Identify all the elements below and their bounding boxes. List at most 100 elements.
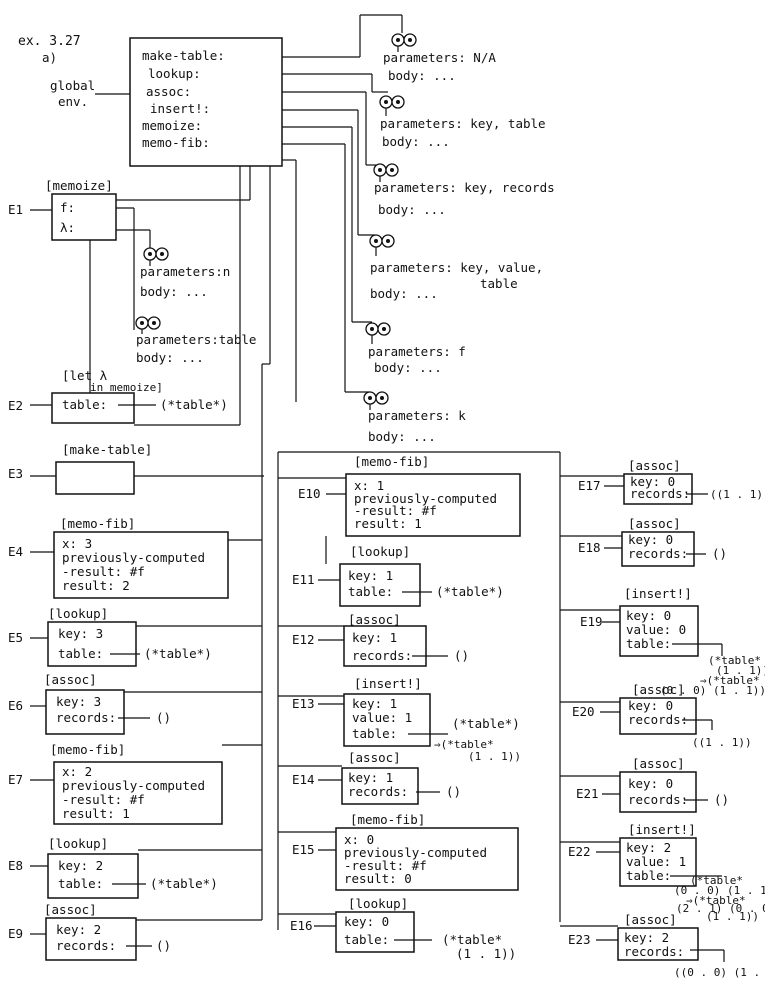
global-label-1: global (50, 78, 95, 93)
frame-E12: [assoc] key: 1 records: () E12 (278, 612, 469, 667)
frame-E2-header: [let λ (62, 368, 108, 383)
frame-E13-line-1: value: 1 (352, 710, 412, 725)
exercise-part: a) (42, 50, 57, 65)
frame-E5-line-0: key: 3 (58, 626, 103, 641)
frame-E11-header: [lookup] (350, 544, 410, 559)
proc-assoc-body: body: ... (378, 202, 446, 217)
frame-E4: [memo-fib] x: 3 previously-computed -res… (8, 516, 262, 599)
frame-E9-header: [assoc] (44, 902, 97, 917)
frame-E1-line-1: λ: (60, 220, 75, 235)
proc-memo-fib: parameters: k body: ... (363, 391, 466, 444)
proc-make-table-body: body: ... (388, 68, 456, 83)
frame-E19-header: [insert!] (624, 586, 692, 601)
frame-E22-line-2: table: (626, 868, 671, 883)
frame-E13-line-2: table: (352, 726, 397, 741)
frame-E7-header: [memo-fib] (50, 742, 125, 757)
frame-E2-header-2: in memoize] (90, 381, 163, 394)
global-binding-memo-fib: memo-fib: (142, 135, 210, 150)
frame-E20-env: E20 (572, 704, 595, 719)
frame-E19-env: E19 (580, 614, 603, 629)
frame-E15-env: E15 (292, 842, 315, 857)
frame-E22-header: [insert!] (628, 822, 696, 837)
frame-E22-line-0: key: 2 (626, 840, 671, 855)
frame-E1-header: [memoize] (45, 178, 113, 193)
memoize-inner-params: parameters:n (140, 264, 230, 279)
frame-E19-value-0: (*table* (708, 654, 761, 667)
frame-E7-line-0: x: 2 (62, 764, 92, 779)
proc-lookup: parameters: key, table body: ... (379, 95, 546, 149)
frame-E22-value-1: (0 . 0) (1 . 1)) (674, 884, 765, 897)
frame-E22-line-1: value: 1 (626, 854, 686, 869)
frame-E11-line-1: table: (348, 584, 393, 599)
memoize-let-body: body: ... (136, 350, 204, 365)
frame-E10-line-3: result: 1 (354, 516, 422, 531)
global-binding-assoc: assoc: (146, 84, 191, 99)
frame-E17-value-0: ((1 . 1)) (710, 488, 765, 501)
frame-E22-value-3: (2 . 1) (0 . 0) (676, 902, 765, 915)
frame-E17-line-1: records: (630, 486, 690, 501)
frame-E21-line-1: records: (628, 792, 688, 807)
frame-E2-line-0: table: (62, 397, 107, 412)
frame-E17-header: [assoc] (628, 458, 681, 473)
frame-E4-header: [memo-fib] (60, 516, 135, 531)
frame-E14-value-0: () (446, 784, 461, 799)
frame-E4-line-3: result: 2 (62, 578, 130, 593)
frame-E3: [make-table] E3 (8, 442, 264, 495)
frame-E23: [assoc] key: 2 records: ((0 . 0) (1 . 1)… (560, 912, 765, 979)
frame-E12-value-0: () (454, 648, 469, 663)
frame-E20-value-0: ((1 . 1)) (692, 736, 752, 749)
proc-assoc: parameters: key, records body: ... (373, 163, 555, 217)
frame-E10: [memo-fib] x: 1 previously-computed -res… (278, 454, 521, 537)
proc-lookup-body: body: ... (382, 134, 450, 149)
global-binding-memoize: memoize: (142, 118, 202, 133)
frame-E15-line-0: x: 0 (344, 832, 374, 847)
frame-E9-value-0: () (156, 938, 171, 953)
frame-E10-header: [memo-fib] (354, 454, 429, 469)
frame-E7-env: E7 (8, 772, 23, 787)
frame-E22-value-2: ⇒(*table* (686, 894, 746, 907)
frame-E4-line-0: x: 3 (62, 536, 92, 551)
frame-E5-header: [lookup] (48, 606, 108, 621)
frame-E23-header: [assoc] (624, 912, 677, 927)
frame-E1-line-0: f: (60, 200, 75, 215)
frame-E19-value-3: (0 . 0) (1 . 1)) (660, 684, 765, 697)
frame-E8-header: [lookup] (48, 836, 108, 851)
frame-E15: [memo-fib] x: 0 previously-computed -res… (278, 812, 519, 891)
frame-E11-value-0: (*table*) (436, 584, 504, 599)
frame-E14-line-1: records: (348, 784, 408, 799)
frame-E11-line-0: key: 1 (348, 568, 393, 583)
frame-E19-line-0: key: 0 (626, 608, 671, 623)
frame-E20-line-0: key: 0 (628, 698, 673, 713)
frame-E14: [assoc] key: 1 records: () E14 (278, 750, 461, 805)
proc-insert-params: parameters: key, value, (370, 260, 543, 275)
frame-E16-header: [lookup] (348, 896, 408, 911)
exercise-title: ex. 3.27 (18, 34, 81, 49)
frame-E6-header: [assoc] (44, 672, 97, 687)
frame-E16-line-1: table: (344, 932, 389, 947)
frame-E23-line-0: key: 2 (624, 930, 669, 945)
frame-E10-line-2: -result: #f (354, 503, 437, 518)
frame-E15-line-2: -result: #f (344, 858, 427, 873)
frame-E6-line-1: records: (56, 710, 116, 725)
frame-E19-line-1: value: 0 (626, 622, 686, 637)
frame-E1-env: E1 (8, 202, 23, 217)
frame-E15-line-1: previously-computed (344, 845, 487, 860)
frame-E16-env: E16 (290, 918, 313, 933)
frame-E6-env: E6 (8, 698, 23, 713)
frame-E2: [let λ in memoize] table: (*table*) E2 (8, 240, 228, 424)
frame-E20-header: [assoc] (632, 682, 685, 697)
frame-E23-line-1: records: (624, 944, 684, 959)
frame-E12-line-0: key: 1 (352, 630, 397, 645)
frame-E3-env: E3 (8, 466, 23, 481)
frame-E9-line-0: key: 2 (56, 922, 101, 937)
memoize-let-params: parameters:table (136, 332, 256, 347)
frame-E18-line-0: key: 0 (628, 532, 673, 547)
frame-E5: [lookup] key: 3 table: (*table*) E5 (8, 606, 262, 667)
frame-E22-value-4: (1 . 1)) (706, 910, 759, 923)
frame-E11: [lookup] key: 1 table: (*table*) E11 (292, 536, 504, 607)
frame-E20: [assoc] key: 0 records: ((1 . 1)) E20 (560, 682, 752, 749)
proc-memoize-inner: parameters:n body: ... parameters:table … (135, 247, 256, 365)
frame-E23-value-0: ((0 . 0) (1 . 1)) (674, 966, 765, 979)
proc-insert-body: body: ... (370, 286, 438, 301)
frame-E12-env: E12 (292, 632, 315, 647)
